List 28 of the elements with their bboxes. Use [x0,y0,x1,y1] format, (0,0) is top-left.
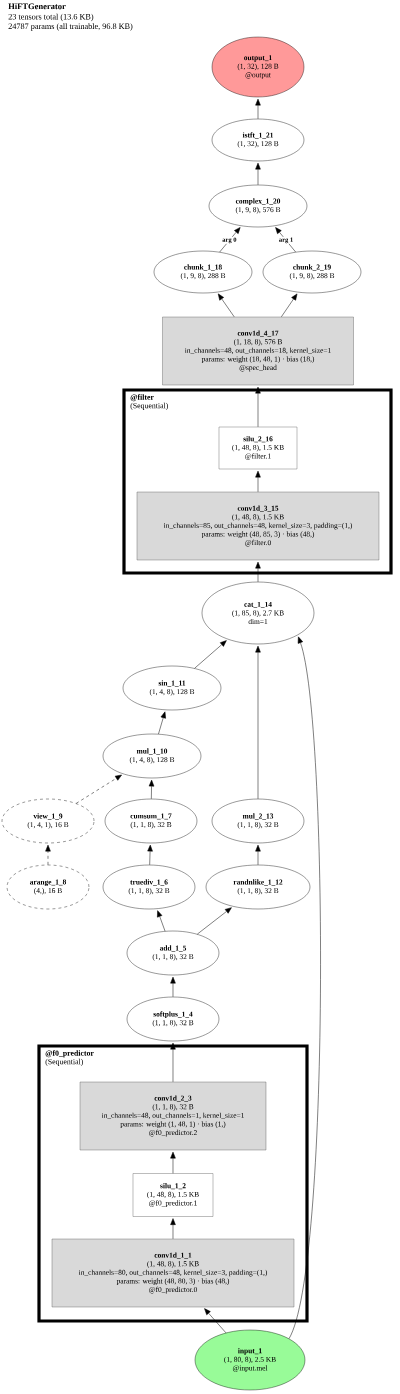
arrow [255,162,261,186]
arrow [275,227,296,253]
arrow [255,645,261,800]
arrow [75,774,122,804]
arrow [170,1151,176,1174]
arrow [281,293,298,318]
arrow [204,1308,227,1334]
arrow [148,779,155,800]
arrow [255,561,261,583]
arrow [217,293,235,318]
arrow [170,1218,176,1240]
arrow [255,470,261,493]
arrow [255,98,261,120]
summary-text: 24787 params (all trainable, 96.8 KB) [8,23,133,31]
summary-text: 23 tensors total (13.6 KB) [8,13,94,22]
arrow [158,711,166,735]
title: HiFTGenerator [8,3,66,10]
arrow [197,907,232,935]
arrow [255,844,261,866]
arrow [157,910,166,932]
arrow [147,844,153,866]
arrow [170,1042,176,1083]
arrow [170,976,176,998]
arrow [288,636,321,1339]
arrow [255,386,261,428]
arrow [219,227,241,253]
arrow [194,640,227,669]
arrow [45,844,51,866]
